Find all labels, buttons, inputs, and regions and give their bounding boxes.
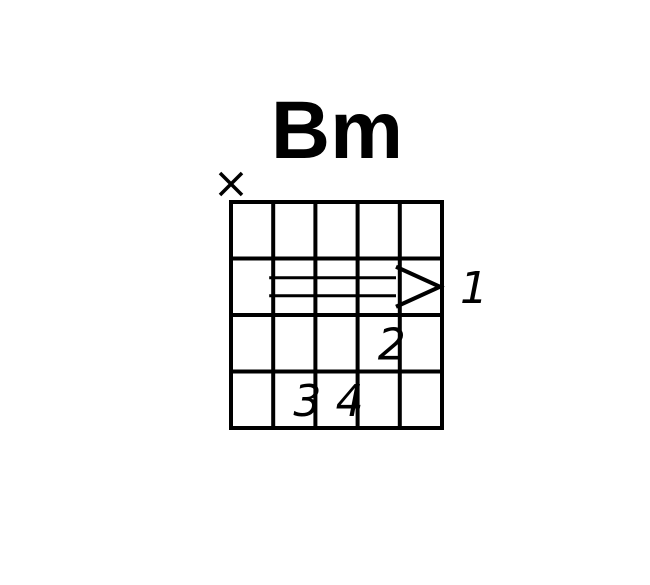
muted-string-icon	[218, 171, 244, 197]
fretboard-grid	[229, 200, 444, 430]
finger-label-3: 3	[293, 376, 321, 427]
barre-arrowhead	[395, 264, 445, 309]
finger-label-2: 2	[378, 319, 406, 370]
muted-stroke-b	[218, 171, 244, 197]
barre-icon	[269, 264, 445, 309]
barre-finger-label: 1	[460, 263, 488, 314]
finger-label-4: 4	[336, 376, 364, 427]
chord-name-title: Bm	[271, 85, 403, 176]
